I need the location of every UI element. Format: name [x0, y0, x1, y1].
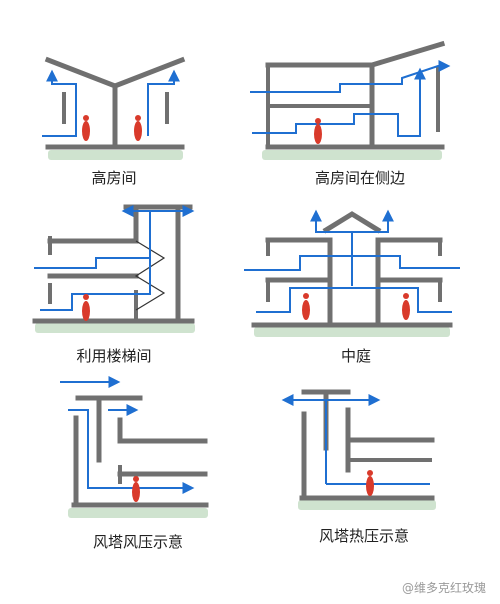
atrium-roof	[322, 211, 382, 234]
person-figure	[132, 482, 140, 502]
panel-atrium	[244, 209, 460, 337]
stair-flight	[134, 240, 166, 311]
caption-high-room: 高房间	[91, 169, 137, 187]
caption-atrium: 中庭	[340, 347, 371, 365]
caption-high-room-side: 高房间在侧边	[314, 169, 405, 187]
panel-wind-tower-thermal	[281, 389, 436, 510]
airflow-upper	[250, 60, 451, 93]
airflow-right	[147, 69, 180, 136]
airflow-left	[42, 69, 77, 137]
airflow-left-lower	[256, 287, 352, 313]
airflow-lower	[252, 67, 426, 137]
ground-strip	[262, 150, 442, 160]
airflow-left-exhaust	[310, 209, 352, 233]
caption-wind-tower-thermal: 风塔热压示意	[318, 527, 409, 545]
caption-stairwell: 利用楼梯间	[76, 347, 152, 365]
panel-wind-tower-pressure	[60, 376, 209, 518]
airflow-right-upper	[352, 255, 460, 269]
person-figure	[302, 300, 310, 320]
airflow-floor2	[40, 258, 151, 311]
caption-wind-tower-pressure: 风塔风压示意	[92, 533, 183, 551]
airflow-top	[149, 205, 195, 240]
person-figure	[366, 476, 374, 496]
airflow-right-lower	[352, 287, 452, 313]
panel-high-room	[42, 56, 186, 160]
ground-strip	[68, 508, 208, 518]
watermark: @维多克红玫瑰	[401, 581, 486, 595]
airflow-floor1	[34, 240, 151, 269]
person-figure	[402, 300, 410, 320]
butterfly-roof	[44, 56, 186, 89]
ground-strip	[254, 327, 450, 337]
airflow-right-exhaust	[352, 209, 394, 233]
person-figure	[134, 121, 142, 141]
airflow-down-tower	[68, 409, 195, 494]
airflow-left-upper	[244, 255, 352, 271]
person-figure	[82, 301, 90, 321]
ground-strip	[298, 500, 436, 510]
person-figure	[82, 121, 90, 141]
ground-strip	[48, 150, 183, 160]
ground-strip	[35, 323, 195, 333]
sloped-roof	[368, 40, 446, 69]
panel-stairwell	[32, 204, 195, 333]
person-figure	[314, 124, 322, 144]
panel-high-room-side	[250, 40, 451, 160]
